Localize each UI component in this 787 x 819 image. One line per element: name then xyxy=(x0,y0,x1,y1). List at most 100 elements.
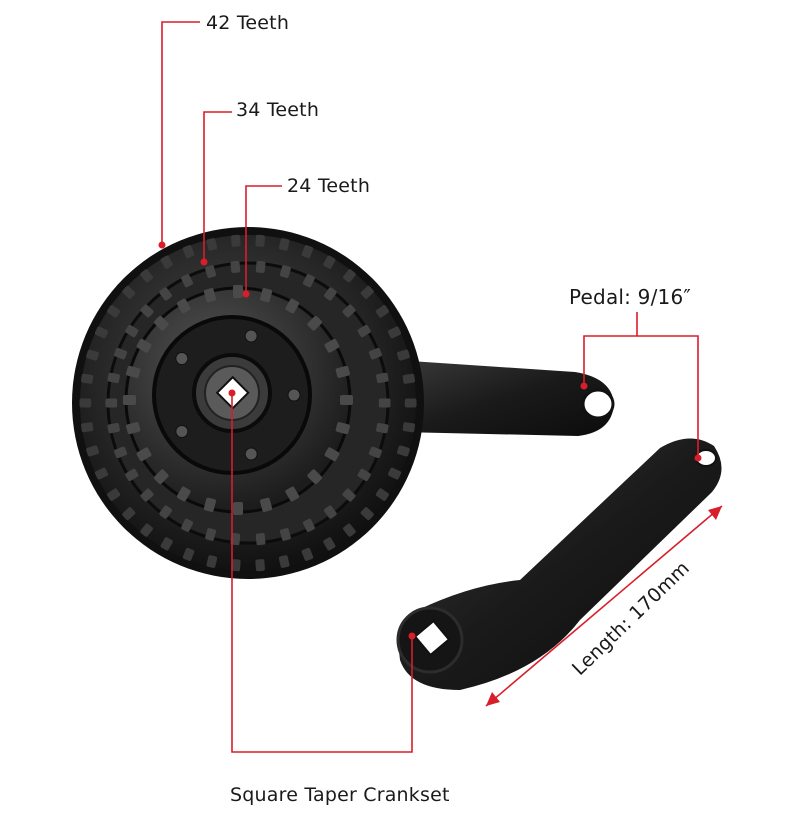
chainring-tooth xyxy=(255,533,266,546)
chainring-tooth xyxy=(205,528,217,541)
chainring-tooth xyxy=(323,537,336,551)
chainring-tooth xyxy=(160,537,173,551)
chainring-tooth xyxy=(260,288,273,303)
chainring-tooth xyxy=(160,255,173,269)
chainring-assembly xyxy=(72,227,424,579)
chainring-tooth xyxy=(182,245,195,259)
chainring-tooth xyxy=(94,467,109,480)
chainring-tooth xyxy=(231,559,241,572)
left-square-taper-hole xyxy=(413,619,451,657)
chainring-tooth xyxy=(123,395,136,405)
chainring-tooth xyxy=(181,518,194,532)
label-square-taper-crankset: Square Taper Crankset xyxy=(230,784,450,806)
chainring-tooth xyxy=(233,502,243,515)
chainring-tooth xyxy=(324,338,340,353)
chainring-tooth xyxy=(80,373,94,384)
chainring-tooth xyxy=(230,260,241,273)
chainring-tooth xyxy=(342,304,356,318)
chainring-tooth xyxy=(335,422,350,435)
chainring-tooth xyxy=(368,446,382,459)
callout-line-34 xyxy=(203,111,232,262)
chainring-bolt xyxy=(244,447,258,461)
chainring-tooth xyxy=(340,395,353,405)
chainring-tooth xyxy=(107,422,120,434)
chainring-tooth xyxy=(307,469,323,485)
chainring-tooth xyxy=(107,372,120,384)
chainring-tooth xyxy=(343,269,356,283)
chainring-tooth xyxy=(278,238,290,251)
chainring-tooth xyxy=(324,505,337,519)
chainring-tooth xyxy=(125,468,139,482)
callout-line-24 xyxy=(245,185,282,294)
chainring-tooth xyxy=(136,338,152,353)
chainring-tooth xyxy=(376,422,389,434)
chainring-tooth xyxy=(360,285,374,299)
chainring-tooth xyxy=(360,507,374,521)
chainring-tooth xyxy=(301,547,314,561)
chainring-tooth xyxy=(285,486,300,502)
chainring-tooth xyxy=(176,486,191,502)
outer-teeth xyxy=(79,234,417,572)
chainring-tooth xyxy=(140,304,154,318)
callout-lines xyxy=(161,21,723,753)
label-pedal-thread: Pedal: 9/16″ xyxy=(569,285,692,309)
chainring-tooth xyxy=(182,547,195,561)
chainring-tooth xyxy=(126,422,141,435)
chainring-tooth xyxy=(301,245,314,259)
chainring-tooth xyxy=(343,523,356,537)
chainring-tooth xyxy=(233,285,243,298)
length-arrow-line xyxy=(485,505,723,707)
callout-line-42 xyxy=(161,21,200,245)
chainring-tooth xyxy=(176,298,191,314)
chainring-tooth xyxy=(397,445,410,457)
chainring-tooth xyxy=(159,287,172,301)
chainring-tooth xyxy=(203,288,216,303)
inner-teeth xyxy=(123,285,353,515)
chainring-tooth xyxy=(107,305,121,318)
chainring-tooth xyxy=(140,488,154,502)
label-24-teeth: 24 Teeth xyxy=(287,175,371,197)
chainring-tooth xyxy=(126,365,141,378)
chainring-tooth xyxy=(357,468,371,482)
chainring-tooth xyxy=(205,265,217,278)
chainring-tooth xyxy=(159,505,172,519)
chainring-tooth xyxy=(255,260,266,273)
chainring-bolt xyxy=(244,329,258,343)
chainring-tooth xyxy=(357,324,371,338)
chainring-tooth xyxy=(375,305,389,318)
chainring-tooth xyxy=(86,349,99,361)
arrowhead-bottom xyxy=(486,692,500,706)
chainring-tooth xyxy=(107,488,121,501)
chainring-tooth xyxy=(206,555,218,568)
chainring-tooth xyxy=(324,447,340,462)
left-crank-arm xyxy=(396,438,722,690)
chainring-tooth xyxy=(324,287,337,301)
chainring-tooth xyxy=(323,255,336,269)
chainring-tooth xyxy=(125,324,139,338)
chainring-tooth xyxy=(260,497,273,512)
chainring-tooth xyxy=(378,398,391,408)
chainring-tooth xyxy=(404,398,417,408)
chainring-tooth xyxy=(302,518,315,532)
chainring-tooth xyxy=(376,372,389,384)
chainring-tooth xyxy=(387,326,402,339)
chainring-tooth xyxy=(140,523,153,537)
chainring-tooth xyxy=(255,234,265,247)
chainring-bolts xyxy=(175,329,301,461)
chainring-tooth xyxy=(375,488,389,501)
chainring-tooth xyxy=(230,533,241,546)
chainring-bolt xyxy=(175,352,189,366)
middle-teeth xyxy=(105,260,391,546)
chainring-tooth xyxy=(279,528,291,541)
chainring-tooth xyxy=(302,274,315,288)
chainring-tooth xyxy=(86,445,99,457)
chainring-tooth xyxy=(206,238,218,251)
chainring-tooth xyxy=(181,274,194,288)
chainring-tooth xyxy=(285,298,300,314)
chainring-tooth xyxy=(114,347,128,360)
chainring-tooth xyxy=(94,326,109,339)
chainring-tooth xyxy=(387,467,402,480)
chainring-bolt xyxy=(287,388,301,402)
